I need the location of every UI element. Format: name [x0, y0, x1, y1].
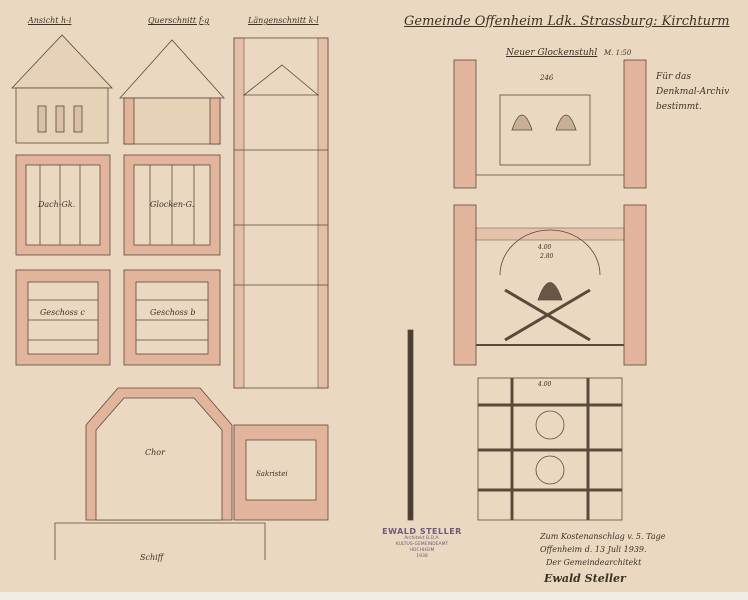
dim-plan-400: 4.00 — [538, 381, 552, 388]
label-dach: Dach-Gk. — [38, 200, 76, 209]
signature: Ewald Steller — [544, 572, 626, 585]
cross-section-drawing — [119, 39, 225, 145]
label-geschoss-b: Geschoss b — [150, 308, 196, 317]
stamp-line: 1938 — [416, 554, 428, 559]
label-schiff: Schiff — [140, 553, 164, 562]
label-laengsschnitt: Längenschnitt k-l — [248, 16, 319, 25]
side-note: Für das Denkmal-Archiv bestimmt. — [656, 72, 730, 112]
label-ansicht: Ansicht h-i — [28, 16, 72, 25]
bell-frame-scale: M. 1:50 — [604, 49, 632, 57]
bell-frame-drawing — [453, 59, 647, 521]
floor-plans — [15, 154, 221, 366]
signature-line-3: Der Gemeindearchitekt — [546, 558, 642, 567]
label-chor: Chor — [145, 448, 165, 457]
choir-plan — [54, 387, 329, 560]
dim-400: 4.00 — [538, 244, 552, 251]
stamp-name: EWALD STELLER — [382, 527, 462, 536]
elevation-drawing — [11, 34, 113, 144]
bottom-margin — [0, 592, 748, 600]
longitudinal-section-drawing — [233, 37, 329, 389]
stamp-line: HOCHHEIM — [409, 548, 435, 553]
label-geschoss-c: Geschoss c — [40, 308, 85, 317]
label-sakristei: Sakristei — [256, 470, 288, 478]
label-glocken: Glocken-G. — [150, 200, 195, 209]
signature-line-2: Offenheim d. 13 Juli 1939. — [540, 545, 647, 554]
scale-bar — [407, 329, 414, 521]
signature-line-1: Zum Kostenanschlag v. 5. Tage — [540, 532, 666, 541]
bell-frame-title: Neuer Glockenstuhl — [506, 48, 598, 58]
sheet-title: Gemeinde Offenheim Ldk. Strassburg: Kirc… — [404, 14, 730, 29]
dim-280: 2.80 — [540, 253, 554, 260]
stamp-line: Architekt B.D.A. — [404, 536, 440, 541]
stamp-line: KULTUS-GEMEINDEAMT — [395, 542, 449, 547]
dim-246: 246 — [540, 74, 554, 82]
architect-stamp: EWALD STELLER Architekt B.D.A. KULTUS-GE… — [372, 527, 472, 560]
label-querschnitt: Querschnitt f-g — [148, 16, 210, 25]
